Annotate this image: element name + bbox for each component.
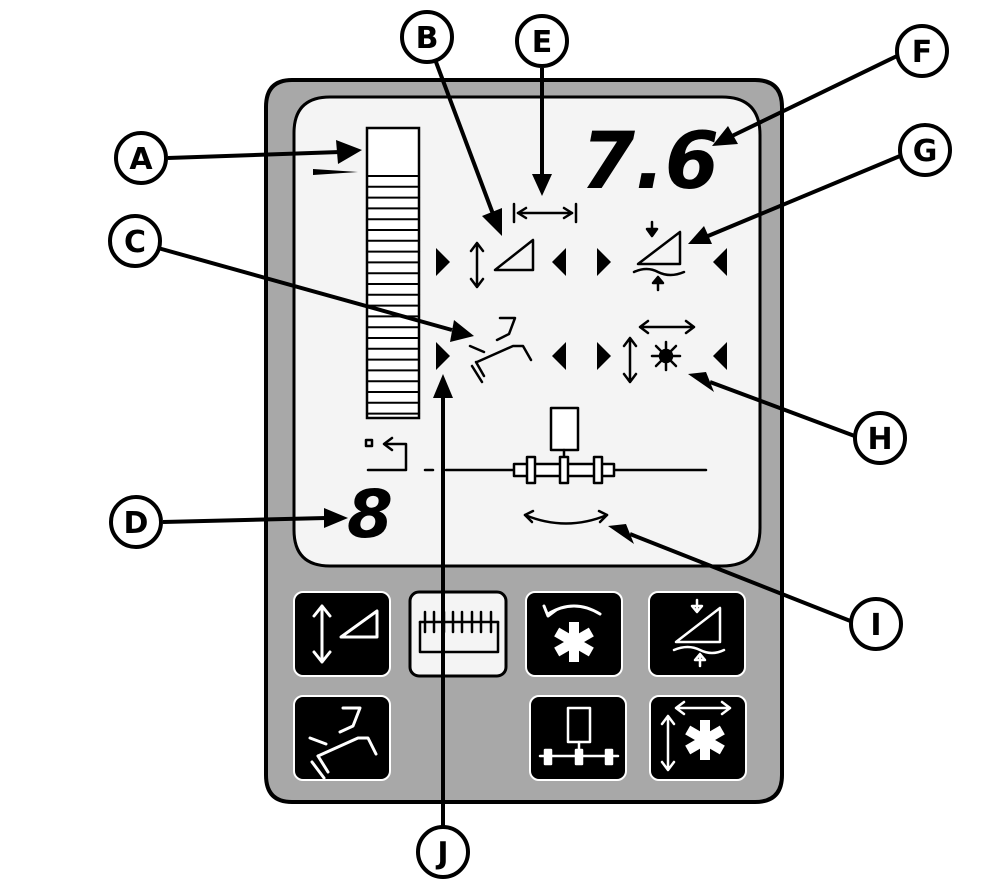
return-symbol — [364, 436, 408, 472]
reel-position-icon — [622, 319, 696, 384]
feeder-house-icon — [308, 706, 378, 780]
callout-i: I — [849, 597, 903, 651]
tilt-arc-indicator — [523, 509, 609, 525]
header-height-icon — [469, 238, 535, 289]
button-header-height[interactable] — [293, 591, 391, 677]
callout-d: D — [109, 495, 163, 549]
svg-text:G: G — [913, 134, 938, 169]
header-width-icon — [418, 610, 500, 654]
leader-lines — [157, 54, 901, 828]
callout-h: H — [853, 411, 907, 465]
button-reel-speed[interactable] — [525, 591, 623, 677]
callout-j: J — [416, 825, 470, 879]
callout-e: E — [515, 14, 569, 68]
row2-indicator-arrows — [436, 342, 727, 370]
header-height-icon — [312, 604, 379, 664]
svg-text:E: E — [532, 25, 553, 60]
svg-text:F: F — [912, 35, 933, 70]
callout-c: C — [108, 214, 162, 268]
callout-f: F — [895, 24, 949, 78]
header-width-indicator — [512, 202, 578, 224]
row1-indicator-arrows — [436, 248, 727, 276]
svg-text:J: J — [435, 836, 448, 871]
svg-text:C: C — [124, 225, 146, 260]
button-header-float[interactable] — [648, 591, 746, 677]
digit-display: 8 — [347, 476, 393, 553]
callout-b: B — [400, 10, 454, 64]
svg-text:A: A — [129, 142, 153, 177]
button-feeder-house[interactable] — [293, 695, 391, 781]
button-reel-position[interactable] — [649, 695, 747, 781]
button-header-width[interactable] — [408, 590, 508, 678]
callout-g: G — [898, 123, 952, 177]
header-position-icon — [538, 706, 620, 766]
svg-text:B: B — [416, 21, 439, 56]
button-header-position[interactable] — [529, 695, 627, 781]
header-level-graphic — [423, 406, 708, 485]
svg-text:D: D — [124, 506, 149, 541]
reel-position-icon — [660, 700, 732, 772]
header-float-icon — [672, 598, 726, 668]
speed-readout: 7.6 — [581, 117, 719, 207]
svg-text:H: H — [867, 422, 892, 457]
header-float-icon — [632, 220, 686, 292]
reel-speed-icon — [542, 604, 602, 662]
bar-graph — [313, 126, 421, 420]
feeder-tilt-icon — [468, 316, 533, 384]
svg-text:I: I — [870, 608, 881, 643]
callout-a: A — [114, 131, 168, 185]
